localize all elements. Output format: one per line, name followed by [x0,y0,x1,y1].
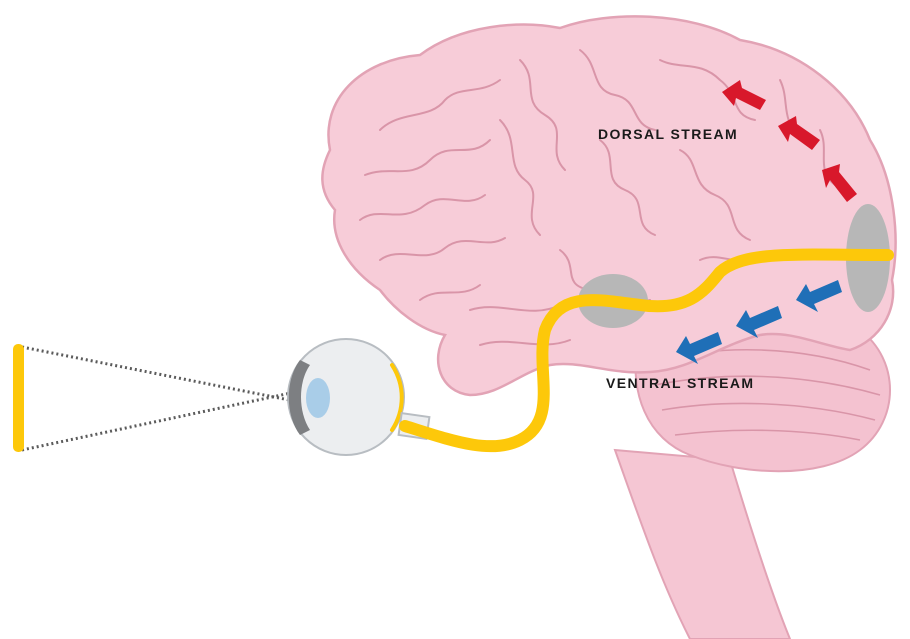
dorsal-stream-label: DORSAL STREAM [598,126,738,142]
ventral-stream-label: VENTRAL STREAM [606,375,754,391]
observed-object [13,344,24,452]
